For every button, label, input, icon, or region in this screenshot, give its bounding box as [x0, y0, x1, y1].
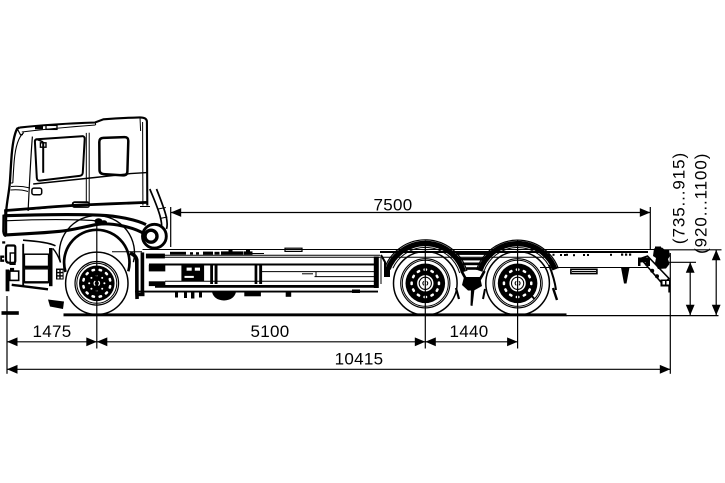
svg-text:10415: 10415 — [335, 349, 384, 368]
svg-text:5100: 5100 — [250, 322, 289, 341]
svg-text:(735...915): (735...915) — [669, 152, 688, 244]
svg-text:1475: 1475 — [32, 322, 71, 341]
svg-text:1440: 1440 — [449, 322, 488, 341]
svg-text:(920...1100): (920...1100) — [691, 153, 710, 254]
svg-text:7500: 7500 — [373, 195, 412, 214]
